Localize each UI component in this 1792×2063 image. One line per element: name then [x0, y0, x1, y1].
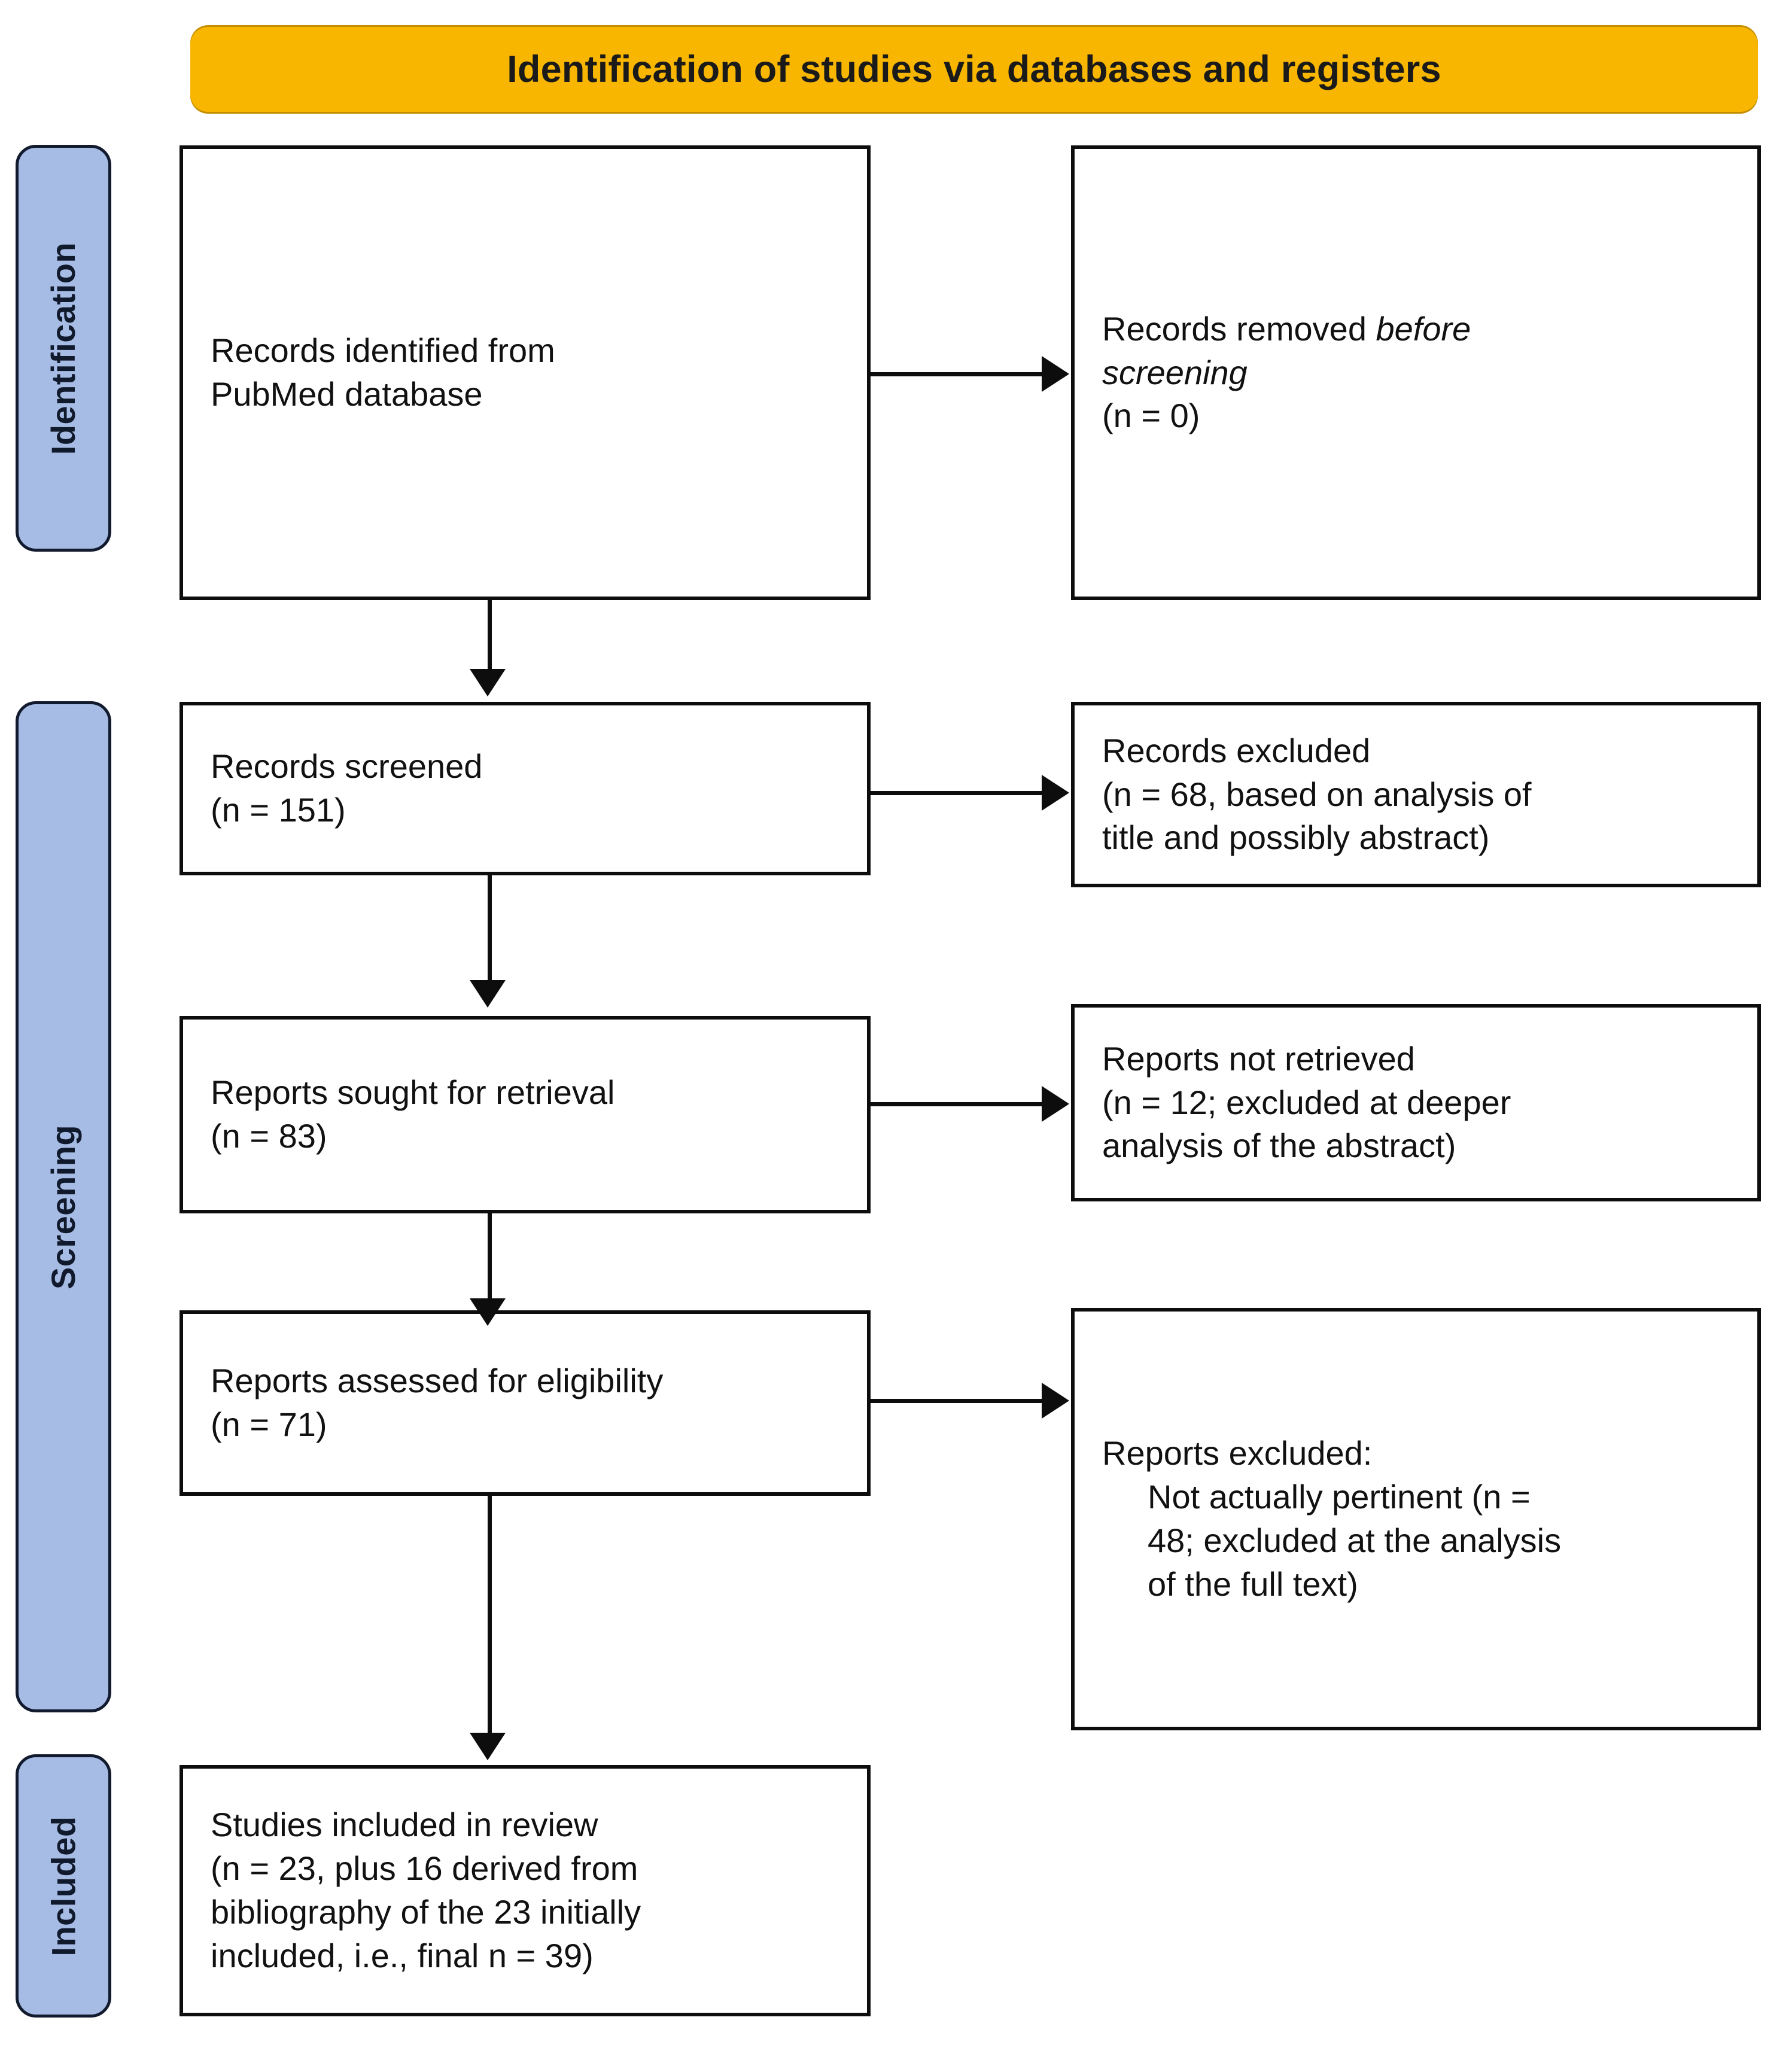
stage-label-screening: Screening — [16, 701, 111, 1712]
arrowhead-down-icon — [470, 1733, 506, 1760]
reports-assessed-line1: Reports assessed for eligibility — [211, 1362, 664, 1400]
box-reports-assessed-text: Reports assessed for eligibility (n = 71… — [211, 1359, 663, 1447]
records-removed-count: (n = 0) — [1102, 397, 1200, 435]
reports-sought-line1: Reports sought for retrieval — [211, 1073, 615, 1112]
banner-title: Identification of studies via databases … — [507, 48, 1441, 90]
reports-not-retrieved-line1: Reports not retrieved — [1102, 1039, 1415, 1078]
records-identified-line1: Records identified from — [211, 331, 555, 370]
box-studies-included: Studies included in review (n = 23, plus… — [179, 1765, 871, 2016]
arrowhead-down-icon — [470, 980, 506, 1008]
arrowhead-right-icon — [1042, 1383, 1069, 1419]
connector-sought-to-not-retrieved — [871, 1102, 1044, 1106]
studies-included-line4: included, i.e., final n = 39) — [211, 1936, 594, 1974]
records-removed-line1-plain: Records removed — [1102, 309, 1376, 348]
connector-screened-to-sought — [488, 875, 492, 983]
arrowhead-down-icon — [470, 1298, 506, 1326]
box-records-excluded-text: Records excluded (n = 68, based on analy… — [1102, 729, 1532, 860]
stage-label-identification: Identification — [16, 145, 111, 552]
box-reports-excluded: Reports excluded: Not actually pertinent… — [1071, 1308, 1761, 1730]
box-records-excluded: Records excluded (n = 68, based on analy… — [1071, 702, 1761, 887]
box-reports-sought-text: Reports sought for retrieval (n = 83) — [211, 1071, 614, 1158]
arrowhead-right-icon — [1042, 356, 1069, 392]
reports-not-retrieved-line3: analysis of the abstract) — [1102, 1127, 1456, 1165]
studies-included-line2: (n = 23, plus 16 derived from — [211, 1849, 638, 1888]
reports-not-retrieved-line2: (n = 12; excluded at deeper — [1102, 1083, 1511, 1121]
reports-excluded-line4: of the full text) — [1148, 1565, 1358, 1603]
reports-excluded-line1: Reports excluded: — [1102, 1434, 1373, 1472]
records-excluded-line1: Records excluded — [1102, 731, 1371, 769]
box-reports-not-retrieved: Reports not retrieved (n = 12; excluded … — [1071, 1004, 1761, 1201]
connector-identified-to-screened — [488, 600, 492, 672]
connector-sought-to-assessed — [488, 1213, 492, 1302]
box-reports-sought: Reports sought for retrieval (n = 83) — [179, 1016, 871, 1213]
records-screened-count: (n = 151) — [211, 791, 346, 829]
box-records-screened-text: Records screened (n = 151) — [211, 745, 482, 832]
box-records-removed-text: Records removed before screening (n = 0) — [1102, 308, 1471, 438]
arrowhead-right-icon — [1042, 1086, 1069, 1122]
records-removed-line1-italic: before — [1376, 309, 1471, 348]
diagram-header-banner: Identification of studies via databases … — [190, 25, 1758, 114]
arrowhead-down-icon — [470, 669, 506, 696]
stage-label-included: Included — [16, 1754, 111, 2018]
records-excluded-line2: (n = 68, based on analysis of — [1102, 775, 1532, 813]
studies-included-line3: bibliography of the 23 initially — [211, 1893, 641, 1931]
reports-assessed-count: (n = 71) — [211, 1405, 327, 1443]
box-reports-excluded-text: Reports excluded: Not actually pertinent… — [1102, 1432, 1561, 1606]
reports-excluded-line2: Not actually pertinent (n = — [1148, 1478, 1531, 1516]
box-reports-not-retrieved-text: Reports not retrieved (n = 12; excluded … — [1102, 1037, 1511, 1168]
records-excluded-line3: title and possibly abstract) — [1102, 818, 1490, 857]
box-records-identified-text: Records identified from PubMed database — [211, 329, 555, 416]
connector-assessed-to-included — [488, 1496, 492, 1735]
stage-label-screening-text: Screening — [44, 1124, 83, 1289]
connector-screened-to-excluded — [871, 791, 1044, 795]
arrowhead-right-icon — [1042, 775, 1069, 811]
reports-excluded-line3: 48; excluded at the analysis — [1148, 1522, 1562, 1559]
reports-sought-count: (n = 83) — [211, 1117, 327, 1155]
connector-assessed-to-excluded — [871, 1399, 1044, 1403]
studies-included-line1: Studies included in review — [211, 1806, 598, 1844]
records-screened-line1: Records screened — [211, 747, 483, 786]
box-reports-assessed: Reports assessed for eligibility (n = 71… — [179, 1310, 871, 1496]
box-records-identified: Records identified from PubMed database — [179, 145, 871, 600]
box-studies-included-text: Studies included in review (n = 23, plus… — [211, 1803, 641, 1977]
connector-identified-to-removed — [871, 372, 1044, 376]
records-removed-line2-italic: screening — [1102, 353, 1248, 391]
stage-label-identification-text: Identification — [44, 242, 83, 455]
stage-label-included-text: Included — [44, 1815, 83, 1956]
records-identified-line2: PubMed database — [211, 375, 483, 413]
box-records-removed: Records removed before screening (n = 0) — [1071, 145, 1761, 600]
box-records-screened: Records screened (n = 151) — [179, 702, 871, 875]
